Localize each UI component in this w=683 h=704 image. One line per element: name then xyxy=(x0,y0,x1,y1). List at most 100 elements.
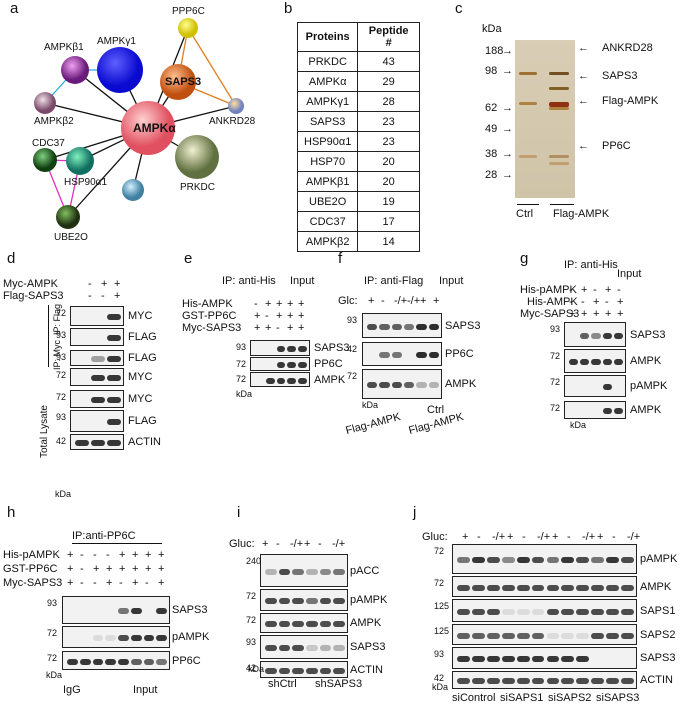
protein-band xyxy=(546,656,560,662)
protein-band xyxy=(561,632,575,639)
node-ampkb1 xyxy=(61,56,89,84)
protein-band xyxy=(471,656,485,662)
mw-label: 72 xyxy=(56,392,67,402)
protein-band xyxy=(306,621,318,627)
protein-band xyxy=(278,645,291,651)
arrow-icon: → xyxy=(502,102,513,114)
sign-mark: - xyxy=(80,577,84,589)
band-label: AMPK xyxy=(350,617,382,629)
protein-band xyxy=(486,584,500,591)
protein-band xyxy=(531,608,545,615)
protein-band xyxy=(107,335,121,341)
protein-band xyxy=(471,632,485,639)
sign-mark: + xyxy=(119,563,126,575)
band-label: MYC xyxy=(128,310,153,322)
label-saps3: SAPS3 xyxy=(165,76,202,88)
arrow-icon: ← xyxy=(578,140,589,152)
sign-mark: + xyxy=(265,322,272,334)
band-label: ACTIN xyxy=(128,436,161,448)
sign-mark: + xyxy=(552,531,559,543)
band-label: FLAG xyxy=(128,331,157,343)
blot-strip xyxy=(70,390,124,408)
sign-mark: - xyxy=(477,531,481,543)
protein-band xyxy=(416,323,427,330)
protein-band xyxy=(107,356,121,362)
sign-mark: + xyxy=(158,563,165,575)
protein-band xyxy=(501,632,515,639)
band-label: pAMPK xyxy=(350,594,388,606)
node-ppp6c xyxy=(178,18,198,38)
protein-band xyxy=(546,678,560,684)
band-label: SAPS3 xyxy=(350,641,386,653)
protein-band xyxy=(319,621,332,627)
table-cell: 28 xyxy=(357,91,420,112)
sign-mark: - xyxy=(93,577,97,589)
sign-mark: - xyxy=(88,278,92,290)
gel-label: ANKRD28 xyxy=(602,42,653,54)
protein-band xyxy=(276,362,286,368)
band-label: MYC xyxy=(128,393,153,405)
marker-label: 188 xyxy=(485,45,504,57)
table-cell: PRKDC xyxy=(296,51,359,72)
mw-label: 72 xyxy=(434,578,445,588)
gel-unit: kDa xyxy=(482,23,502,35)
table-cell: 43 xyxy=(357,51,420,72)
table-cell: AMPKα xyxy=(296,71,359,92)
mw-label: 72 xyxy=(550,377,561,387)
blot-strip xyxy=(250,357,310,371)
protein-band xyxy=(287,362,297,368)
table-cell: 20 xyxy=(357,171,420,192)
ip-title: IP: anti-Flag xyxy=(364,275,424,287)
sign-mark: + xyxy=(368,295,375,307)
sign-mark: + xyxy=(145,563,152,575)
sign-mark: + xyxy=(132,577,139,589)
interaction-network xyxy=(33,18,244,229)
protein-band xyxy=(306,667,318,674)
blot-strip xyxy=(564,375,626,397)
protein-band xyxy=(287,346,297,352)
protein-band xyxy=(130,608,142,614)
protein-band xyxy=(265,667,277,674)
protein-band xyxy=(92,635,104,641)
protein-band xyxy=(391,352,402,358)
protein-band xyxy=(591,678,605,684)
sign-mark: + xyxy=(287,298,294,310)
sign-mark: - xyxy=(581,296,585,308)
protein-band xyxy=(457,608,470,615)
band-label: pACC xyxy=(350,564,380,577)
protein-band xyxy=(79,658,91,665)
protein-band xyxy=(576,557,590,563)
protein-band xyxy=(143,635,155,641)
panel-f-label: f xyxy=(338,250,343,267)
protein-band xyxy=(333,598,345,604)
row-label: His-pAMPK xyxy=(3,549,60,561)
label-ampkg1: AMPKγ1 xyxy=(97,36,136,47)
protein-band xyxy=(501,608,515,615)
lane-divider xyxy=(517,204,539,205)
sign-mark: + xyxy=(593,308,600,320)
kda-label: kDa xyxy=(362,400,379,410)
mw-label: 72 xyxy=(56,370,67,380)
protein-band xyxy=(486,557,500,563)
protein-band xyxy=(91,397,105,403)
mw-label: 42 xyxy=(56,436,67,446)
band-label: AMPK xyxy=(314,373,346,386)
node-ube2o xyxy=(122,179,144,201)
blot-strip xyxy=(250,372,310,387)
band-label: SAPS3 xyxy=(445,319,481,332)
protein-band xyxy=(621,632,634,639)
sign-mark: + xyxy=(114,278,121,290)
protein-band xyxy=(428,382,439,388)
protein-band xyxy=(379,352,390,358)
protein-band xyxy=(516,656,530,662)
protein-band xyxy=(580,332,590,339)
protein-band xyxy=(471,584,485,591)
protein-band xyxy=(278,568,291,575)
protein-band xyxy=(333,645,345,651)
protein-band xyxy=(404,323,415,330)
protein-band xyxy=(404,382,415,388)
sign-mark: + xyxy=(101,278,108,290)
sign-mark: -/+ xyxy=(492,531,506,543)
